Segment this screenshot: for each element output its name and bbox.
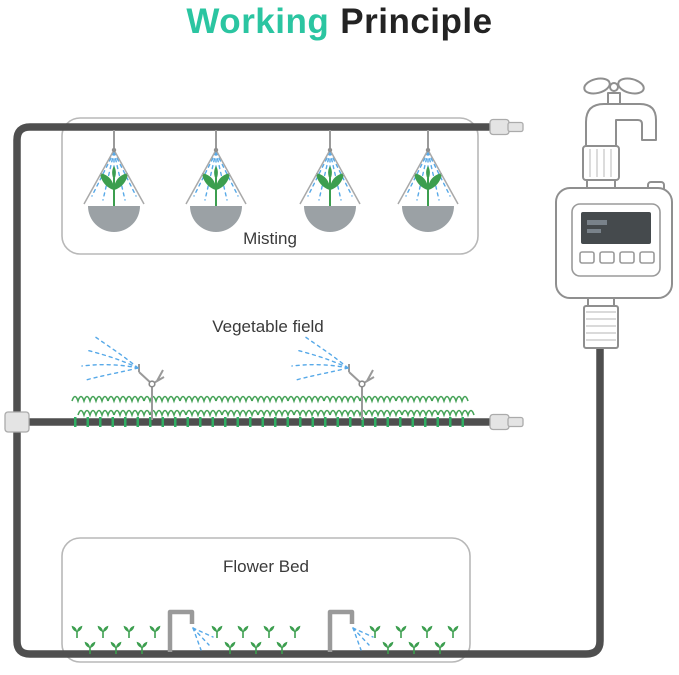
end-cap-icon [489, 118, 510, 136]
faucet-swivel-nut [582, 145, 620, 181]
sprinkler-icon [291, 335, 375, 421]
veg-row-squiggle [185, 409, 223, 416]
vegetable-field-label: Vegetable field [212, 317, 324, 336]
veg-row-squiggle [287, 395, 325, 402]
water-timer-icon [555, 181, 673, 349]
veg-row-squiggle [437, 409, 475, 416]
veg-row-squiggle [329, 409, 367, 416]
veg-row-squiggle [179, 395, 217, 402]
end-cap-icon [507, 121, 524, 133]
adapter-threads [586, 311, 616, 341]
faucet-body [585, 103, 657, 147]
veg-row-squiggle [365, 409, 403, 416]
faucet-flange [586, 179, 616, 189]
end-cap-icon [489, 413, 510, 431]
veg-row-squiggle [221, 409, 259, 416]
screen-digits [587, 220, 607, 225]
veg-row-squiggle [113, 409, 151, 416]
timer-button [619, 251, 635, 264]
timer-button [639, 251, 655, 264]
end-cap-icon [507, 416, 524, 428]
veg-row-squiggle [251, 395, 289, 402]
misting-label: Misting [243, 229, 297, 248]
misting-zone-box [61, 117, 479, 255]
threaded-adapter [583, 305, 619, 349]
faucet-handle-hub [609, 82, 619, 92]
veg-row-squiggle [293, 409, 331, 416]
veg-row-squiggle [323, 395, 361, 402]
title-principle: Principle [340, 2, 493, 41]
title-working: Working [186, 2, 330, 41]
timer-button [579, 251, 595, 264]
sprinkler-icon [81, 335, 165, 421]
timer-button [599, 251, 615, 264]
faucet-handle-blade [583, 77, 611, 95]
veg-row-squiggle [257, 409, 295, 416]
veg-row-squiggle [149, 409, 187, 416]
flower-bed-zone-box [61, 537, 471, 663]
veg-row-squiggle [107, 395, 145, 402]
tee-fitting-icon [4, 411, 30, 433]
veg-row-squiggle [401, 409, 439, 416]
veg-row-squiggle [215, 395, 253, 402]
faucet-handle-blade [617, 77, 645, 95]
vegetable-rows [71, 395, 475, 416]
veg-row-squiggle [71, 395, 109, 402]
timer-outlet-collar [587, 297, 615, 307]
page-title: Working Principle [0, 2, 679, 42]
hose-pipe [13, 123, 604, 658]
swivel-knurling [589, 149, 612, 177]
veg-row-squiggle [143, 395, 181, 402]
timer-screen [581, 212, 651, 244]
pipe-fittings [4, 118, 524, 433]
veg-row-squiggle [395, 395, 433, 402]
flower-bed-label: Flower Bed [223, 557, 309, 576]
screen-digits [587, 229, 601, 233]
faucet-icon [582, 77, 657, 189]
veg-row-squiggle [359, 395, 397, 402]
veg-row-squiggle [431, 395, 469, 402]
veg-row-squiggle [77, 409, 115, 416]
